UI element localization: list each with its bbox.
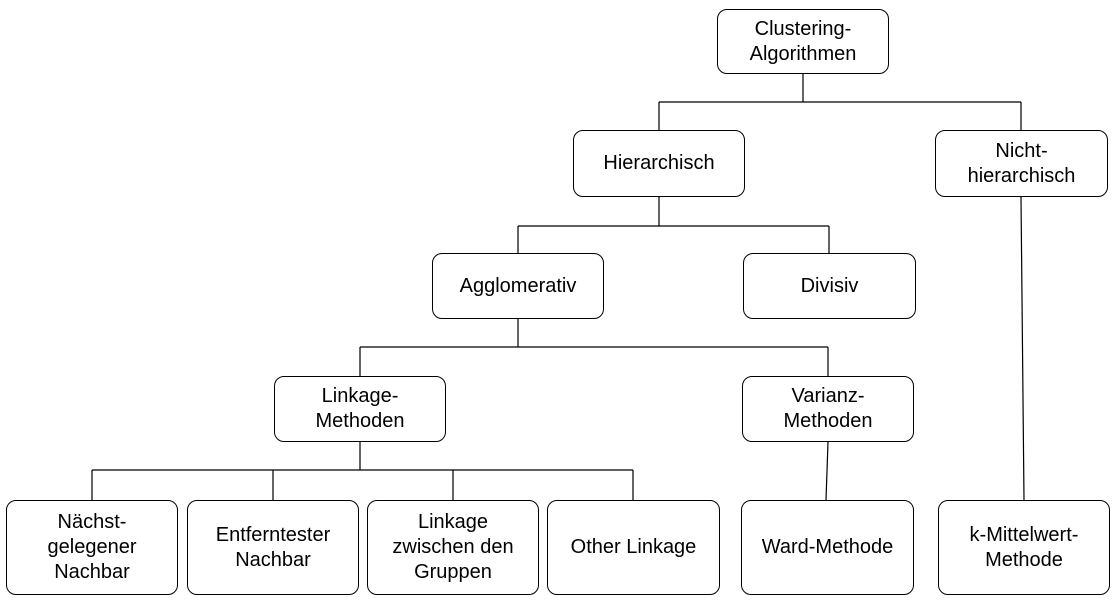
edge-to-k-mittelwert (1020, 196, 1025, 501)
node-linkage-methoden: Linkage- Methoden (274, 376, 446, 442)
node-hierarchisch: Hierarchisch (573, 130, 745, 197)
node-entferntester-nachbar: Entferntester Nachbar (187, 500, 359, 595)
node-naechstgelegener-nachbar: Nächst- gelegener Nachbar (6, 500, 178, 595)
node-agglomerativ: Agglomerativ (432, 253, 604, 319)
node-ward-methode: Ward-Methode (741, 500, 914, 595)
node-clustering-algorithmen: Clustering- Algorithmen (717, 9, 889, 74)
node-linkage-zwischen-den-gruppen: Linkage zwischen den Gruppen (367, 500, 539, 595)
edge-to-ward (825, 441, 829, 501)
node-k-mittelwert-methode: k-Mittelwert- Methode (938, 500, 1110, 595)
node-nicht-hierarchisch: Nicht- hierarchisch (935, 130, 1108, 197)
node-varianz-methoden: Varianz- Methoden (742, 376, 914, 442)
node-divisiv: Divisiv (743, 253, 916, 319)
node-other-linkage: Other Linkage (547, 500, 720, 595)
